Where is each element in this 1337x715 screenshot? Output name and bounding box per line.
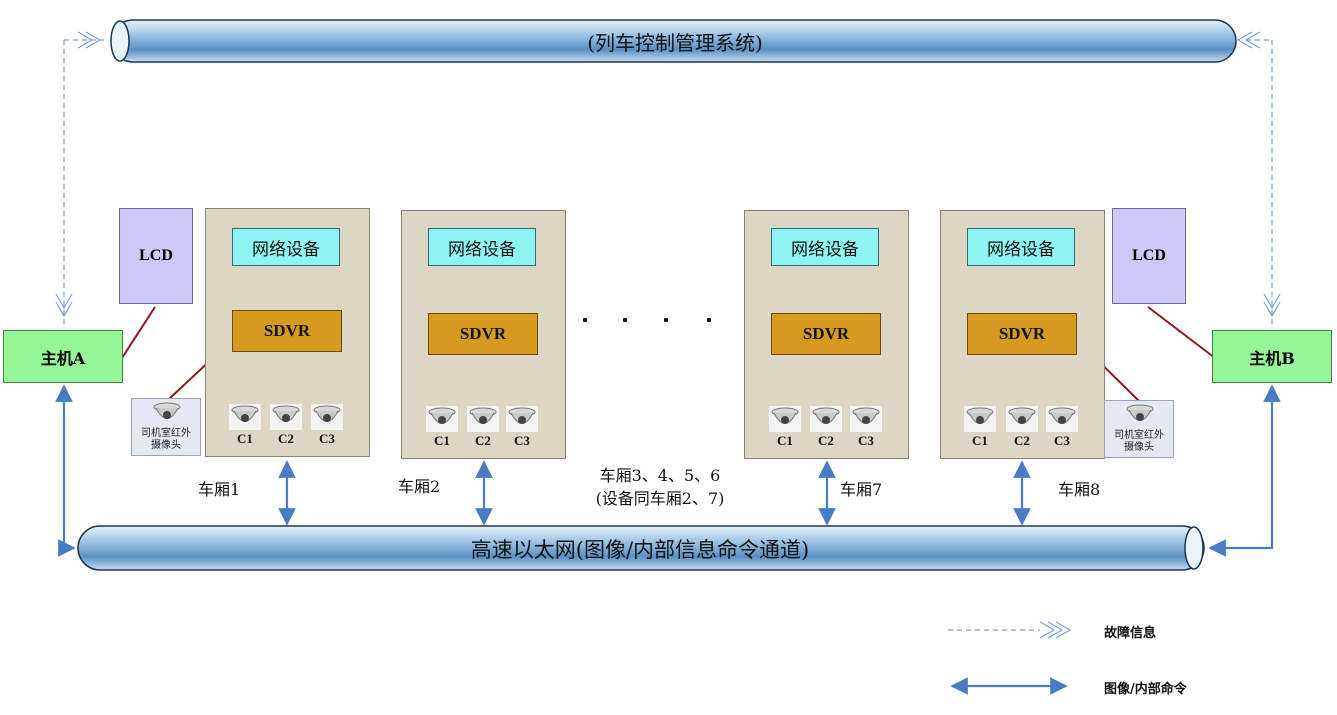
camera-label: C3 [514,433,530,448]
camera-icon[interactable] [467,406,499,432]
camera-label: C1 [777,433,793,448]
legend-fault-info: 故障信息 [1104,626,1157,641]
ellipsis-dot [664,318,668,322]
car-1-sdvr[interactable]: SDVR [232,310,342,352]
lcd-right-label: LCD [1132,247,1166,264]
ellipsis-dot [583,318,587,322]
camera-icon[interactable] [426,406,458,432]
ir-camera-right-label: 司机室红外 摄像头 [1114,430,1164,453]
camera-icon[interactable] [850,406,882,432]
bottom-bus-label: 高速以太网(图像/内部信息命令通道) [470,538,810,562]
ellipsis-dot [623,318,627,322]
camera-label: C3 [319,431,335,446]
camera-label: C3 [858,433,874,448]
car-1-network-device[interactable]: 网络设备 [232,228,340,266]
camera-icon[interactable] [1046,406,1078,432]
lcd-right: LCD [1112,208,1186,304]
car-7-sdvr[interactable]: SDVR [771,313,881,355]
camera-label: C1 [972,433,988,448]
ir-camera-left-label: 司机室红外 摄像头 [141,428,191,451]
camera-icon[interactable] [1006,406,1038,432]
camera-icon [1126,404,1154,421]
car-2-network-device[interactable]: 网络设备 [428,228,536,266]
lcd-left-label: LCD [139,247,173,264]
host-bus-links [55,384,1281,557]
middle-note-line2: (设备同车厢2、7) [595,489,725,508]
car-7-label: 车厢7 [840,480,883,499]
top-bus-label: (列车控制管理系统) [587,31,763,55]
host-a[interactable]: 主机A [3,330,123,383]
car-8-sdvr[interactable]: SDVR [967,313,1077,355]
camera-label: C3 [1054,433,1070,448]
ir-camera-right[interactable]: 司机室红外 摄像头 [1104,400,1174,458]
car-7-network-device[interactable]: 网络设备 [771,228,879,266]
car-8-label: 车厢8 [1058,480,1101,499]
legend-image-command: 图像/内部命令 [1104,682,1187,697]
camera-label: C2 [278,431,294,446]
ir-camera-left[interactable]: 司机室红外 摄像头 [131,398,201,456]
ellipsis-dot [707,318,711,322]
top-bus-pipe [110,19,1237,63]
car-bus-links [278,460,1031,526]
host-b-label: 主机B [1249,348,1295,368]
camera-icon[interactable] [270,404,302,430]
camera-icon[interactable] [964,406,996,432]
car-2-label: 车厢2 [398,477,441,496]
camera-icon [153,402,181,419]
camera-icon[interactable] [506,406,538,432]
host-a-label: 主机A [40,348,86,368]
camera-label: C2 [1014,433,1030,448]
camera-label: C1 [237,431,253,446]
lcd-left: LCD [119,208,193,304]
camera-icon[interactable] [810,406,842,432]
car-2-sdvr[interactable]: SDVR [428,313,538,355]
camera-label: C1 [434,433,450,448]
network-sdvr-links [285,267,1024,313]
camera-icon[interactable] [311,404,343,430]
legend-lines [948,621,1072,695]
middle-note-line1: 车厢3、4、5、6 [599,466,721,485]
car-1-label: 车厢1 [198,480,241,499]
bottom-bus-pipe [77,525,1205,571]
host-b[interactable]: 主机B [1212,330,1332,383]
car-8-network-device[interactable]: 网络设备 [967,228,1075,266]
camera-label: C2 [475,433,491,448]
camera-icon[interactable] [769,406,801,432]
camera-label: C2 [818,433,834,448]
camera-icon[interactable] [229,404,261,430]
fault-info-links [55,31,1281,324]
